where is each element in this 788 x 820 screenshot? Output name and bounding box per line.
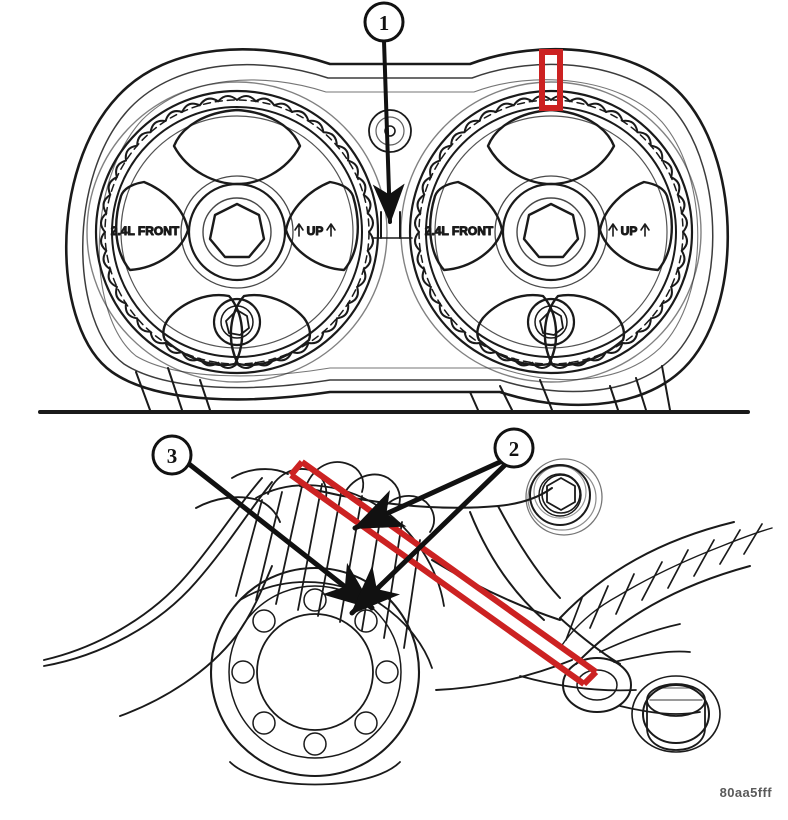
left-sprocket-up-arrows <box>294 223 336 237</box>
right-sprocket-up-text: UP <box>621 224 638 238</box>
crankshaft-hub <box>209 566 421 786</box>
callout-1-label: 1 <box>379 11 390 35</box>
callout-2-leader-b <box>349 461 509 616</box>
belt-alignment-band <box>288 459 599 687</box>
upper-panel: 2.4L FRONT UP <box>38 47 750 414</box>
tensioner-pulley-bolt <box>527 465 597 531</box>
upper-right-bolt-head <box>533 465 587 519</box>
left-sprocket-up-text: UP <box>307 224 324 238</box>
belt-tooth-marker <box>539 49 563 111</box>
right-sprocket-up-arrows <box>608 223 650 237</box>
watermark: 80aa5fff <box>720 785 773 800</box>
callout-3: 3 <box>151 434 193 476</box>
idler-bolt-upper-right <box>525 458 603 536</box>
hex-bolt-top-right <box>541 474 581 514</box>
red-annotations <box>288 49 599 687</box>
callout-leaders <box>186 39 509 616</box>
callout-2-leader-a <box>352 459 503 531</box>
callout-1: 1 <box>363 1 405 43</box>
callout-3-label: 3 <box>167 444 178 468</box>
left-camshaft-sprocket: 2.4L FRONT UP <box>86 81 388 383</box>
bracket-edges <box>519 623 681 692</box>
belt-stubs-upper <box>135 365 671 411</box>
callout-2: 2 <box>493 427 535 469</box>
right-sprocket-front-text: 2.4L FRONT <box>425 224 494 238</box>
timing-belt-upper <box>65 47 730 407</box>
crank-hub-bolt-holes <box>231 588 399 756</box>
lower-mount-bolt <box>631 675 721 753</box>
callout-3-leader <box>186 461 375 611</box>
callout-2-label: 2 <box>509 437 520 461</box>
callout-1-leader <box>372 39 405 224</box>
belt-teeth-lower <box>559 523 773 649</box>
left-sprocket-front-text: 2.4L FRONT <box>111 224 180 238</box>
